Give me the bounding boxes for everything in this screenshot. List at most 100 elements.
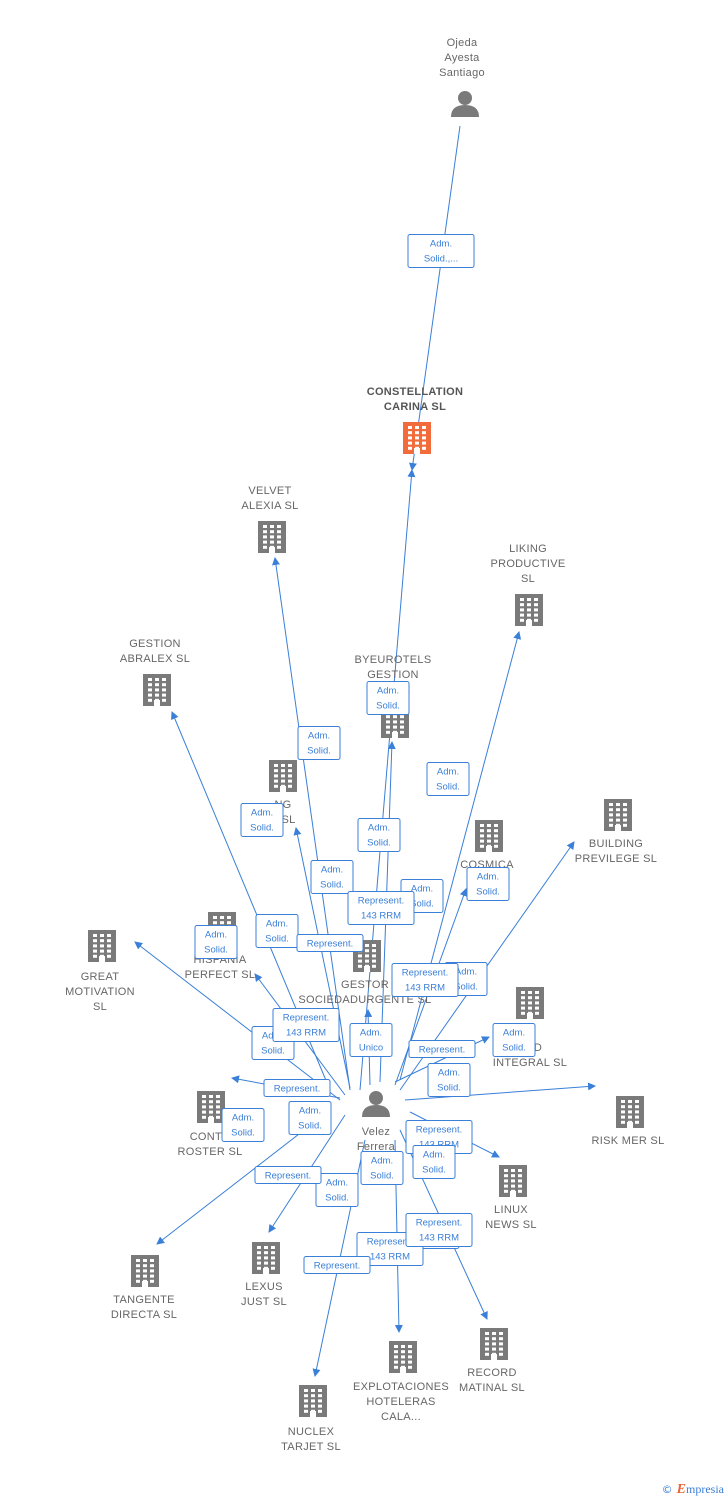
edge-label-text: Adm.: [437, 767, 459, 778]
node-label-line: LEXUS: [245, 1281, 283, 1293]
edge-velez-to-constellation: [359, 469, 416, 1091]
edge-label[interactable]: Adm.Solid.: [466, 867, 510, 901]
node-label-line: NUCLEX: [288, 1426, 335, 1438]
person-icon: [362, 1091, 390, 1117]
edge-label-text: Adm.: [308, 731, 330, 742]
edge-label-text: 143 RRM: [405, 983, 445, 994]
edge-label[interactable]: Adm.Solid.: [221, 1108, 265, 1142]
edge-label[interactable]: Represent.: [263, 1079, 331, 1097]
node-label-line: PERFECT SL: [185, 969, 256, 981]
node-label-line: ABRALEX SL: [120, 653, 190, 665]
edge-label-text: Solid.: [367, 838, 391, 849]
node-label-line: Santiago: [439, 67, 485, 79]
node-velvet[interactable]: VELVET ALEXIA SL: [241, 485, 298, 553]
edge-velez-to-great: [134, 941, 341, 1101]
edge-label-text: Solid.: [320, 880, 344, 891]
edge-label[interactable]: Adm. Solid.: [426, 762, 470, 796]
node-label-line: ALEXIA SL: [241, 500, 298, 512]
edge-label-text: Adm.: [377, 686, 399, 697]
edge-label-text: Adm.: [360, 1028, 382, 1039]
edge-label-text: Solid.,...: [424, 254, 458, 265]
edge-label-text: Solid.: [436, 782, 460, 793]
edge-label-text: Solid.: [410, 899, 434, 910]
edge-label[interactable]: Adm.Solid.: [412, 1145, 456, 1179]
edge-label-text: Solid.: [476, 887, 500, 898]
edge-label-text: Adm.: [232, 1113, 254, 1124]
node-label-line: GREAT: [81, 971, 120, 983]
node-label-line: CARINA SL: [384, 401, 446, 413]
edge-label-text: Represent.: [367, 1237, 413, 1248]
node-label-line: SL: [93, 1001, 107, 1013]
edge-label[interactable]: Adm.Solid.: [240, 803, 284, 837]
node-label-line: CALA...: [381, 1411, 421, 1423]
edge-label[interactable]: Represent.: [254, 1166, 322, 1184]
edge-label[interactable]: Adm. Solid.: [315, 1173, 359, 1207]
edge-label[interactable]: Represent.: [296, 934, 364, 952]
node-label-line: RECORD: [467, 1367, 516, 1379]
edge-label[interactable]: Adm.Solid.: [357, 818, 401, 852]
building-icon: [616, 1096, 644, 1128]
edge-label[interactable]: Adm.Solid.: [255, 914, 299, 948]
node-label-line: VELVET: [248, 485, 291, 497]
edge-label-text: Represent.: [265, 1171, 311, 1182]
node-label-line: Ferrera: [357, 1141, 396, 1153]
node-gestion_abralex[interactable]: GESTION ABRALEX SL: [120, 638, 190, 706]
edge-label[interactable]: Adm.Solid.: [360, 1151, 404, 1185]
edge-label[interactable]: Represent.: [303, 1256, 371, 1274]
node-label-line: MOTIVATION: [65, 986, 135, 998]
edge-label-text: Adm.: [266, 919, 288, 930]
edge-label-text: Adm.: [411, 884, 433, 895]
edge-label-text: Adm.: [455, 967, 477, 978]
node-riskmer[interactable]: RISK MER SL: [592, 1096, 665, 1147]
edge-label-text: Represent.: [419, 1045, 465, 1056]
edge-label-text: Solid.: [370, 1171, 394, 1182]
edge-label[interactable]: Adm.Solid.: [194, 925, 238, 959]
edge-label[interactable]: Adm.Solid.: [366, 681, 410, 715]
edge-label[interactable]: Represent.143 RRM: [405, 1213, 473, 1247]
node-label-line: GESTION: [129, 638, 181, 650]
node-label-line: PRODUCTIVE: [490, 558, 565, 570]
edge-label[interactable]: Represent.143 RRM: [391, 963, 459, 997]
node-great[interactable]: GREAT MOTIVATION SL: [65, 930, 135, 1013]
edge-label[interactable]: Adm.Solid.: [310, 860, 354, 894]
edge-label-text: Adm.: [503, 1028, 525, 1039]
copyright-symbol: ©: [661, 1483, 673, 1496]
edge-label[interactable]: Adm.Solid.,...: [407, 234, 475, 268]
edge-label-text: Solid.: [502, 1043, 526, 1054]
edge-label-text: Adm.: [326, 1178, 348, 1189]
edge-label[interactable]: Represent.143 RRM: [347, 891, 415, 925]
building-icon: [258, 521, 286, 553]
edge-label[interactable]: Adm.Unico: [349, 1023, 393, 1057]
brand-name: mpresia: [686, 1482, 724, 1496]
edge-label[interactable]: Adm. Solid.: [492, 1023, 536, 1057]
building-icon: [515, 594, 543, 626]
edge-label[interactable]: Adm.Solid.: [288, 1101, 332, 1135]
building-icon: [604, 799, 632, 831]
edge-label-text: Solid.: [325, 1193, 349, 1204]
building-icon: [480, 1328, 508, 1360]
brand-footer[interactable]: ©Empresia: [662, 1482, 724, 1498]
person-icon: [451, 91, 479, 117]
edge-label[interactable]: Adm.Solid.: [297, 726, 341, 760]
edge-velez-to-riskmer: [404, 1082, 596, 1101]
edge-label[interactable]: Adm.Solid.: [427, 1063, 471, 1097]
node-label-line: TANGENTE: [113, 1294, 174, 1306]
edge-label[interactable]: Represent.: [408, 1040, 476, 1058]
edge-label-text: Adm.: [205, 930, 227, 941]
node-label-line: Ayesta: [444, 52, 480, 64]
edge-label-text: Adm.: [251, 808, 273, 819]
edge-label-text: Solid.: [261, 1046, 285, 1057]
node-explotaciones[interactable]: EXPLOTACIONESHOTELERASCALA...: [353, 1341, 449, 1423]
edge-label[interactable]: Represent.143 RRM: [272, 1008, 340, 1042]
